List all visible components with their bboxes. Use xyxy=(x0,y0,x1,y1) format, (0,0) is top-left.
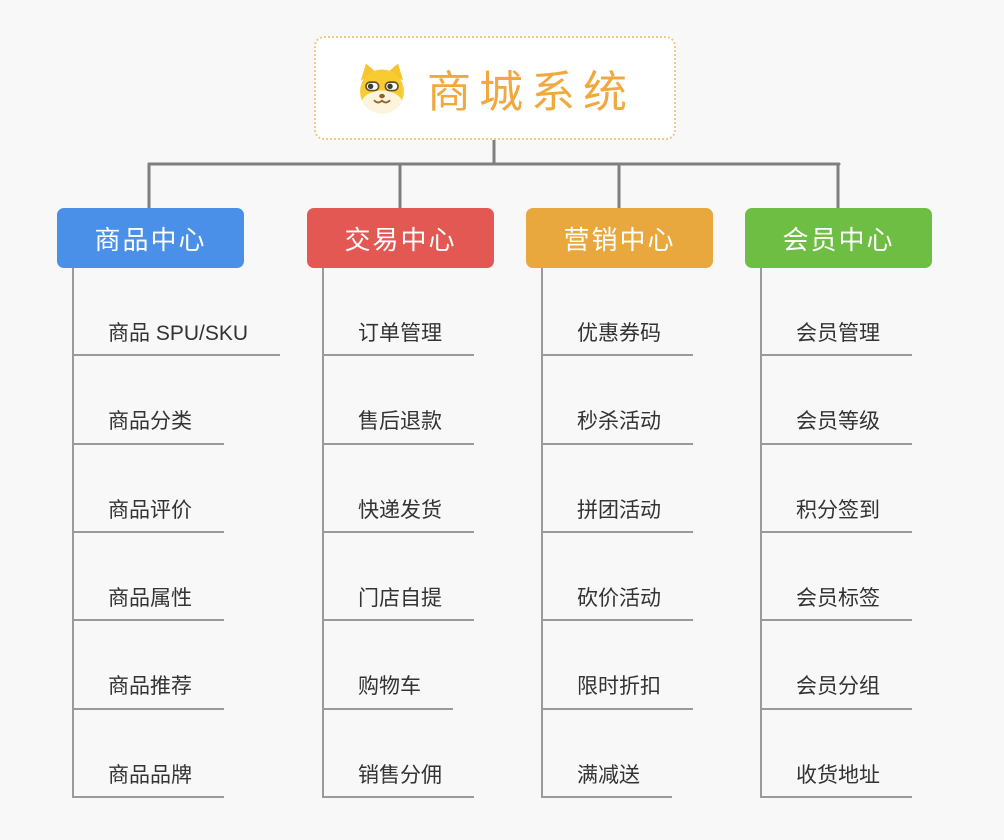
child-row: 砍价活动 xyxy=(543,533,773,622)
child-row: 满减送 xyxy=(543,710,773,798)
child-row: 会员分组 xyxy=(762,621,992,710)
child-row: 会员管理 xyxy=(762,268,992,357)
child-topic[interactable]: 商品推荐 xyxy=(74,674,224,710)
child-row: 门店自提 xyxy=(324,533,554,622)
child-topic[interactable]: 商品 SPU/SKU xyxy=(74,321,281,357)
child-row: 商品评价 xyxy=(74,445,304,533)
child-topic[interactable]: 商品评价 xyxy=(74,498,224,533)
child-topic[interactable]: 快递发货 xyxy=(324,498,474,533)
child-topic[interactable]: 商品分类 xyxy=(74,409,224,445)
child-topic[interactable]: 销售分佣 xyxy=(324,763,474,798)
child-topic[interactable]: 购物车 xyxy=(324,674,453,710)
child-row: 商品推荐 xyxy=(74,621,304,710)
child-row: 快递发货 xyxy=(324,445,554,533)
child-row: 会员标签 xyxy=(762,533,992,622)
child-topic[interactable]: 商品品牌 xyxy=(74,763,224,798)
child-row: 售后退款 xyxy=(324,356,554,445)
child-topic[interactable]: 限时折扣 xyxy=(543,674,693,710)
child-row: 商品 SPU/SKU xyxy=(74,268,304,357)
dog-icon xyxy=(360,63,404,114)
branch-node-4[interactable]: 会员中心 xyxy=(745,208,932,268)
child-row: 优惠券码 xyxy=(543,268,773,357)
child-topic[interactable]: 会员标签 xyxy=(762,586,912,622)
child-topic[interactable]: 砍价活动 xyxy=(543,586,693,622)
child-row: 秒杀活动 xyxy=(543,356,773,445)
child-topic[interactable]: 订单管理 xyxy=(324,321,474,357)
child-row: 限时折扣 xyxy=(543,621,773,710)
child-topic[interactable]: 门店自提 xyxy=(324,586,474,622)
child-row: 商品属性 xyxy=(74,533,304,622)
child-topic[interactable]: 秒杀活动 xyxy=(543,409,693,445)
child-row: 销售分佣 xyxy=(324,710,554,798)
child-topic[interactable]: 拼团活动 xyxy=(543,498,693,533)
branch-children-4: 会员管理会员等级积分签到会员标签会员分组收货地址 xyxy=(760,268,992,798)
branch-children-3: 优惠券码秒杀活动拼团活动砍价活动限时折扣满减送 xyxy=(541,268,773,798)
child-row: 订单管理 xyxy=(324,268,554,357)
child-topic[interactable]: 售后退款 xyxy=(324,409,474,445)
child-topic[interactable]: 积分签到 xyxy=(762,498,912,533)
child-topic[interactable]: 商品属性 xyxy=(74,586,224,622)
branch-node-1[interactable]: 商品中心 xyxy=(57,208,244,268)
child-row: 会员等级 xyxy=(762,356,992,445)
child-topic[interactable]: 满减送 xyxy=(543,763,672,798)
child-row: 收货地址 xyxy=(762,710,992,798)
child-topic[interactable]: 优惠券码 xyxy=(543,321,693,357)
child-row: 商品分类 xyxy=(74,356,304,445)
child-topic[interactable]: 会员管理 xyxy=(762,321,912,357)
branch-node-3[interactable]: 营销中心 xyxy=(526,208,713,268)
child-topic[interactable]: 收货地址 xyxy=(762,763,912,798)
child-row: 积分签到 xyxy=(762,445,992,533)
root-title: 商城系统 xyxy=(427,68,635,117)
child-row: 商品品牌 xyxy=(74,710,304,798)
child-topic[interactable]: 会员等级 xyxy=(762,409,912,445)
branch-children-1: 商品 SPU/SKU 商品分类商品评价商品属性商品推荐商品品牌 xyxy=(72,268,304,798)
branch-node-2[interactable]: 交易中心 xyxy=(307,208,494,268)
child-row: 购物车 xyxy=(324,621,554,710)
branch-children-2: 订单管理售后退款快递发货门店自提购物车销售分佣 xyxy=(322,268,554,798)
root-node[interactable]: 商城系统 xyxy=(314,36,676,140)
child-row: 拼团活动 xyxy=(543,445,773,533)
child-topic[interactable]: 会员分组 xyxy=(762,674,912,710)
